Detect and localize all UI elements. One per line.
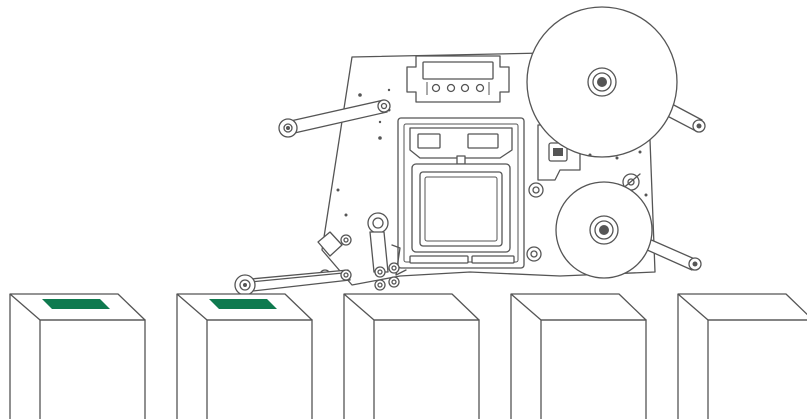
conveyor-box [510, 293, 647, 419]
lower-rewind-reel [555, 181, 653, 279]
box-front-face [708, 319, 807, 321]
panel-button [475, 83, 485, 93]
display-screen [422, 61, 494, 80]
conveyor-box [677, 293, 807, 419]
applied-label-icon [209, 299, 277, 309]
box-front-face [541, 319, 647, 419]
labeling-machine [234, 6, 706, 296]
guide-pulley [528, 182, 544, 198]
conveyor-box [176, 293, 313, 419]
box-top-face [510, 293, 647, 321]
panel-button [446, 83, 456, 93]
upper-idler-arm [278, 99, 391, 138]
side-roller [526, 246, 542, 262]
mounting-screws [336, 88, 648, 217]
box-front-face [207, 319, 313, 419]
lower-dancer-arm [635, 234, 702, 271]
applied-label-icon [42, 299, 110, 309]
box-side-edges [9, 294, 41, 419]
box-side-edges [677, 294, 709, 419]
box-top-face [677, 293, 807, 321]
panel-button [431, 83, 441, 93]
control-panel [406, 55, 510, 103]
upper-label-reel [526, 6, 678, 158]
side-roller [340, 234, 352, 246]
tensioner-assembly [367, 212, 407, 276]
box-side-edges [510, 294, 542, 419]
conveyor-boxes [9, 293, 807, 419]
box-side-edges [176, 294, 208, 419]
panel-button [460, 83, 470, 93]
box-top-face [343, 293, 480, 321]
box-front-face [40, 319, 146, 419]
box-side-edges [343, 294, 375, 419]
conveyor-box [9, 293, 146, 419]
print-applicator-frame [397, 117, 525, 269]
box-front-face [374, 319, 480, 419]
peel-plate-rollers [374, 262, 400, 291]
adjustment-knob [317, 231, 343, 257]
conveyor-box [343, 293, 480, 419]
applicator-arm [234, 269, 352, 296]
cutter-block-inner [553, 148, 563, 156]
